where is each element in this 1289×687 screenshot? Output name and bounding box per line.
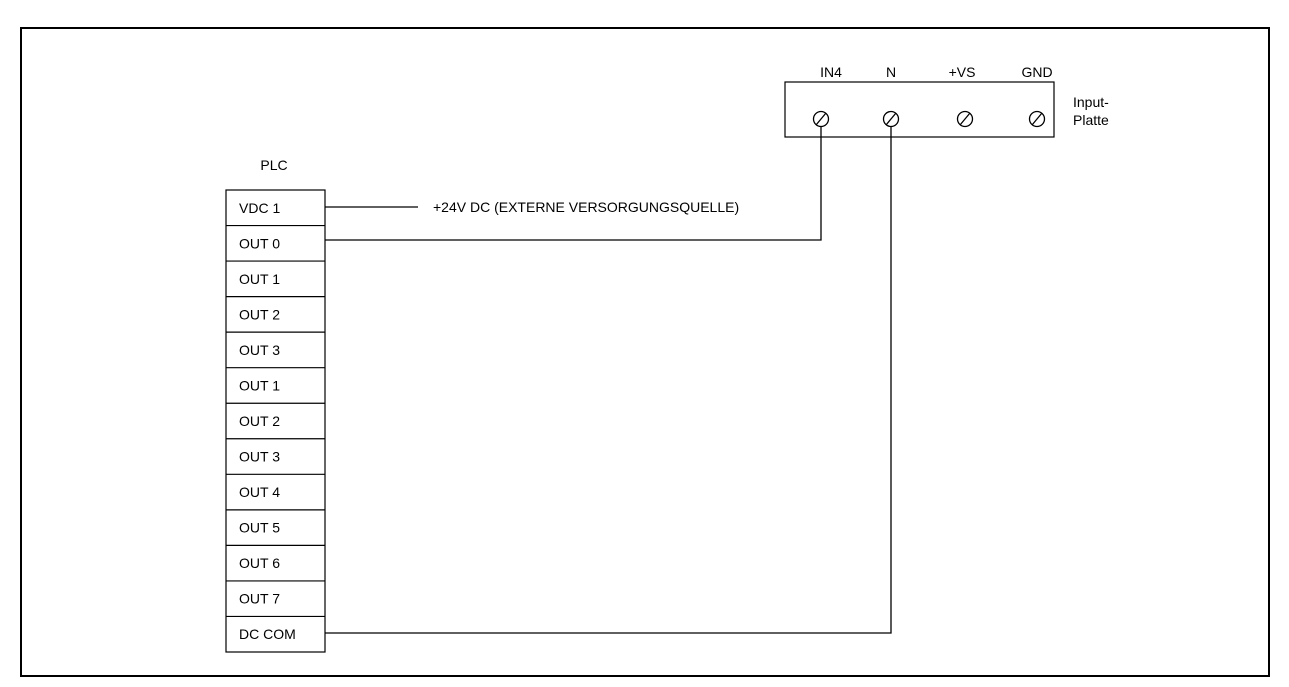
diagram-frame bbox=[20, 27, 1270, 677]
plc-terminal-label: OUT 3 bbox=[239, 342, 280, 358]
plc-terminal-label: OUT 2 bbox=[239, 413, 280, 429]
out0-to-in4-wire bbox=[325, 127, 822, 241]
plc-terminal-label: OUT 1 bbox=[239, 271, 280, 287]
plc-terminal-label: VDC 1 bbox=[239, 200, 280, 216]
input-plate-label-line1: Input- bbox=[1073, 94, 1109, 110]
plc-terminal-label: OUT 2 bbox=[239, 306, 280, 322]
plc-block: VDC 1 OUT 0 OUT 1 OUT 2 OUT 3 OUT 1 OUT 2 OUT 3… bbox=[225, 189, 326, 653]
screw-terminal-gnd-icon bbox=[1028, 110, 1046, 128]
input-plate-outline bbox=[784, 81, 1055, 138]
screw-terminal-n-icon bbox=[882, 110, 900, 128]
terminal-label-vs: +VS bbox=[949, 64, 976, 80]
plc-terminal-label: OUT 1 bbox=[239, 377, 280, 393]
terminal-label-gnd: GND bbox=[1021, 64, 1052, 80]
plc-outline bbox=[225, 189, 326, 653]
terminal-label-in4: IN4 bbox=[820, 64, 842, 80]
plc-terminal-label: OUT 5 bbox=[239, 520, 280, 536]
plc-title: PLC bbox=[260, 157, 287, 173]
dccom-to-n-wire bbox=[325, 127, 892, 634]
input-plate-label-line2: Platte bbox=[1073, 112, 1109, 128]
screw-terminal-in4-icon bbox=[812, 110, 830, 128]
plc-terminal-label: OUT 3 bbox=[239, 449, 280, 465]
plc-terminal-label: OUT 4 bbox=[239, 484, 280, 500]
terminal-label-n: N bbox=[886, 64, 896, 80]
supply-label: +24V DC (EXTERNE VERSORGUNGSQUELLE) bbox=[433, 199, 739, 215]
plc-terminal-label: OUT 0 bbox=[239, 235, 280, 251]
plc-terminal-rows: VDC 1 OUT 0 OUT 1 OUT 2 OUT 3 OUT 1 OUT 2 OUT 3… bbox=[226, 200, 325, 642]
plc-terminal-label: OUT 6 bbox=[239, 555, 280, 571]
screw-terminal-vs-icon bbox=[956, 110, 974, 128]
plc-terminal-label: DC COM bbox=[239, 626, 296, 642]
input-plate: IN4 N +VS GND Input- Platte bbox=[784, 64, 1109, 138]
plc-terminal-label: OUT 7 bbox=[239, 591, 280, 607]
